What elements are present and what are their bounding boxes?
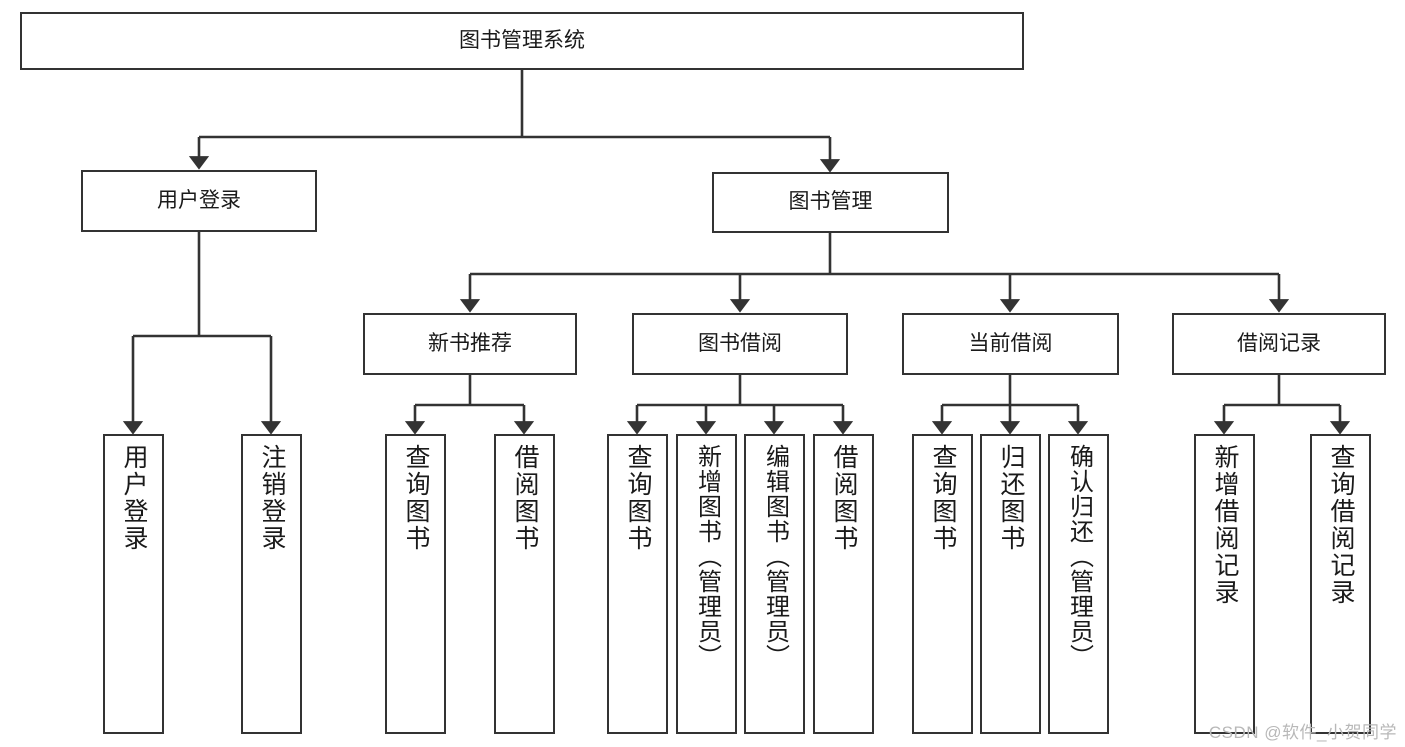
node-borrow-record-label: 借阅记录 bbox=[1237, 331, 1321, 355]
node-leaf-query-book-2[interactable]: 查询图书 bbox=[607, 434, 668, 734]
node-borrow-record[interactable]: 借阅记录 bbox=[1172, 313, 1386, 375]
node-leaf-add-book-label: 新增图书（管理员） bbox=[693, 444, 721, 669]
node-user-login[interactable]: 用户登录 bbox=[81, 170, 317, 232]
node-leaf-borrow-book-1-label: 借阅图书 bbox=[511, 444, 539, 552]
node-book-management[interactable]: 图书管理 bbox=[712, 172, 949, 233]
node-leaf-edit-book-label: 编辑图书（管理员） bbox=[761, 444, 789, 669]
node-leaf-add-book[interactable]: 新增图书（管理员） bbox=[676, 434, 737, 734]
node-leaf-add-record[interactable]: 新增借阅记录 bbox=[1194, 434, 1255, 734]
node-current-borrow-label: 当前借阅 bbox=[968, 331, 1053, 355]
node-leaf-user-login[interactable]: 用户登录 bbox=[103, 434, 164, 734]
node-leaf-borrow-book-2-label: 借阅图书 bbox=[830, 444, 858, 552]
node-book-borrow-label: 图书借阅 bbox=[698, 331, 782, 355]
node-new-book-recommend-label: 新书推荐 bbox=[428, 331, 512, 355]
node-root-label: 图书管理系统 bbox=[459, 28, 585, 52]
node-leaf-query-book-1[interactable]: 查询图书 bbox=[385, 434, 446, 734]
node-new-book-recommend[interactable]: 新书推荐 bbox=[363, 313, 577, 375]
node-leaf-query-book-1-label: 查询图书 bbox=[402, 444, 430, 552]
node-leaf-borrow-book-1[interactable]: 借阅图书 bbox=[494, 434, 555, 734]
node-leaf-confirm-return[interactable]: 确认归还（管理员） bbox=[1048, 434, 1109, 734]
node-leaf-return-book-label: 归还图书 bbox=[997, 444, 1025, 552]
node-leaf-borrow-book-2[interactable]: 借阅图书 bbox=[813, 434, 874, 734]
node-leaf-query-book-2-label: 查询图书 bbox=[624, 444, 652, 552]
node-book-borrow[interactable]: 图书借阅 bbox=[632, 313, 848, 375]
node-leaf-logout[interactable]: 注销登录 bbox=[241, 434, 302, 734]
node-leaf-add-record-label: 新增借阅记录 bbox=[1211, 444, 1239, 606]
node-leaf-user-login-label: 用户登录 bbox=[120, 444, 148, 552]
watermark-text: CSDN @软件_小贺同学 bbox=[1208, 723, 1397, 742]
node-root[interactable]: 图书管理系统 bbox=[20, 12, 1024, 70]
node-leaf-query-book-3-label: 查询图书 bbox=[929, 444, 957, 552]
node-leaf-return-book[interactable]: 归还图书 bbox=[980, 434, 1041, 734]
node-leaf-logout-label: 注销登录 bbox=[258, 444, 286, 552]
node-leaf-edit-book[interactable]: 编辑图书（管理员） bbox=[744, 434, 805, 734]
node-leaf-query-record-label: 查询借阅记录 bbox=[1327, 444, 1355, 606]
node-current-borrow[interactable]: 当前借阅 bbox=[902, 313, 1119, 375]
node-leaf-confirm-return-label: 确认归还（管理员） bbox=[1065, 444, 1093, 669]
node-book-management-label: 图书管理 bbox=[788, 190, 873, 214]
node-leaf-query-book-3[interactable]: 查询图书 bbox=[912, 434, 973, 734]
node-leaf-query-record[interactable]: 查询借阅记录 bbox=[1310, 434, 1371, 734]
node-user-login-label: 用户登录 bbox=[157, 188, 241, 212]
